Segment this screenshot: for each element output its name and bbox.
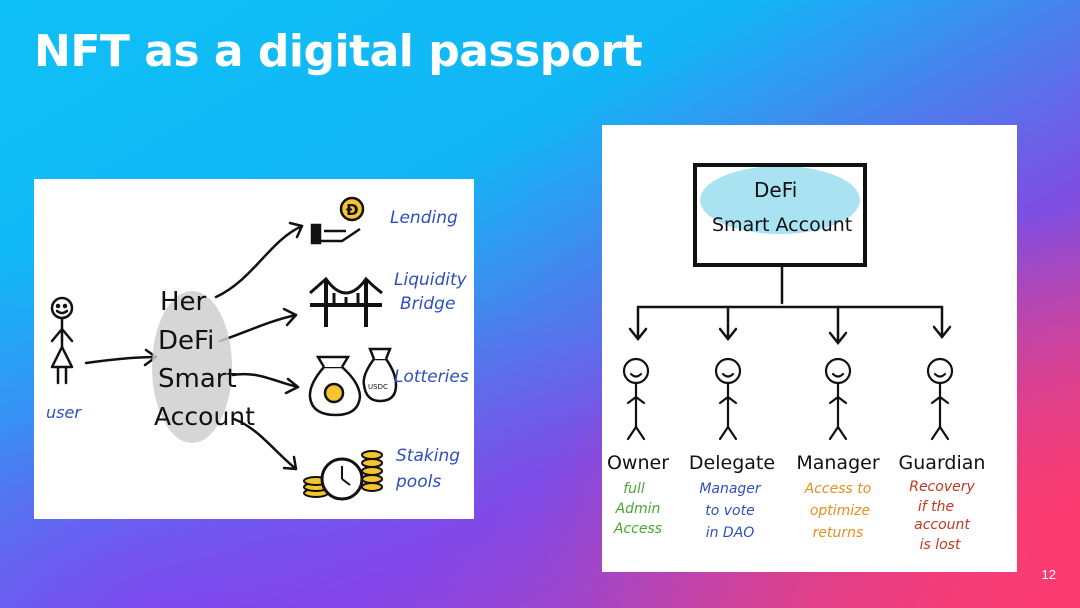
account-line-1: Her — [160, 287, 207, 317]
svg-text:to vote: to vote — [705, 503, 754, 519]
dest-bridge-line-2: Bridge — [400, 294, 455, 314]
dest-lending-label: Lending — [390, 208, 458, 228]
bag-label: USDC — [368, 383, 388, 391]
arrow-to-lotteries — [230, 372, 300, 395]
account-box-line-2: Smart Account — [712, 214, 852, 236]
coin-symbol: Đ — [346, 201, 359, 219]
svg-text:full: full — [623, 481, 645, 497]
guardian-figure-icon — [926, 357, 954, 441]
svg-text:Admin: Admin — [615, 501, 661, 517]
svg-text:returns: returns — [813, 525, 864, 541]
role-manager-desc: Access to optimize returns — [804, 481, 872, 541]
role-owner-desc: full Admin Access — [613, 481, 662, 537]
role-delegate-name: Delegate — [689, 452, 775, 474]
role-guardian-desc: Recovery if the account is lost — [909, 479, 975, 553]
user-label: user — [46, 403, 82, 422]
svg-text:in DAO: in DAO — [706, 525, 755, 541]
dest-lotteries-label: Lotteries — [394, 367, 469, 387]
right-diagram-panel: DeFi Smart Account — [602, 125, 1017, 572]
right-diagram: DeFi Smart Account — [607, 163, 985, 553]
left-diagram: user Her DeFi Smart Account Đ — [46, 196, 469, 501]
dest-staking-line-1: Staking — [396, 446, 460, 466]
arrow-to-lending — [214, 221, 304, 299]
user-to-account-arrow — [84, 348, 158, 367]
role-owner-name: Owner — [607, 452, 669, 474]
dest-bridge-line-1: Liquidity — [394, 270, 468, 290]
money-bags-icon: USDC — [308, 347, 398, 417]
slide-title: NFT as a digital passport — [34, 26, 643, 77]
bridge-icon — [309, 276, 383, 327]
svg-text:is lost: is lost — [920, 537, 961, 553]
role-guardian-name: Guardian — [899, 452, 986, 474]
svg-text:optimize: optimize — [810, 503, 870, 519]
svg-text:if the: if the — [918, 499, 954, 515]
svg-text:account: account — [914, 517, 970, 533]
user-figure-icon — [50, 296, 74, 385]
hand-coin-icon: Đ — [310, 196, 365, 245]
account-label: Her DeFi Smart Account — [154, 287, 255, 431]
account-line-4: Account — [154, 402, 255, 431]
account-line-3: Smart — [158, 364, 237, 394]
svg-text:Access: Access — [613, 521, 662, 537]
account-scribble — [152, 291, 232, 443]
account-box-line-1: DeFi — [754, 178, 797, 202]
role-manager-name: Manager — [796, 452, 879, 474]
svg-text:Access to: Access to — [804, 481, 872, 497]
account-box: DeFi Smart Account — [693, 163, 867, 267]
svg-text:Recovery: Recovery — [909, 479, 975, 495]
role-names: Owner Delegate Manager Guardian — [607, 452, 985, 474]
account-line-2: DeFi — [158, 326, 214, 356]
manager-figure-icon — [824, 357, 852, 441]
delegate-figure-icon — [714, 357, 742, 441]
arrow-to-staking — [232, 417, 298, 471]
owner-figure-icon — [622, 357, 650, 441]
left-diagram-panel: user Her DeFi Smart Account Đ — [34, 179, 474, 519]
dest-staking-line-2: pools — [395, 472, 441, 492]
arrow-to-bridge — [218, 307, 298, 343]
role-tree-lines — [628, 263, 952, 346]
destination-labels: Lending Liquidity Bridge Lotteries Staki… — [390, 208, 469, 492]
role-delegate-desc: Manager to vote in DAO — [699, 481, 762, 541]
clock-coins-icon — [303, 450, 383, 501]
page-number: 12 — [1041, 567, 1056, 582]
svg-text:Manager: Manager — [699, 481, 762, 497]
